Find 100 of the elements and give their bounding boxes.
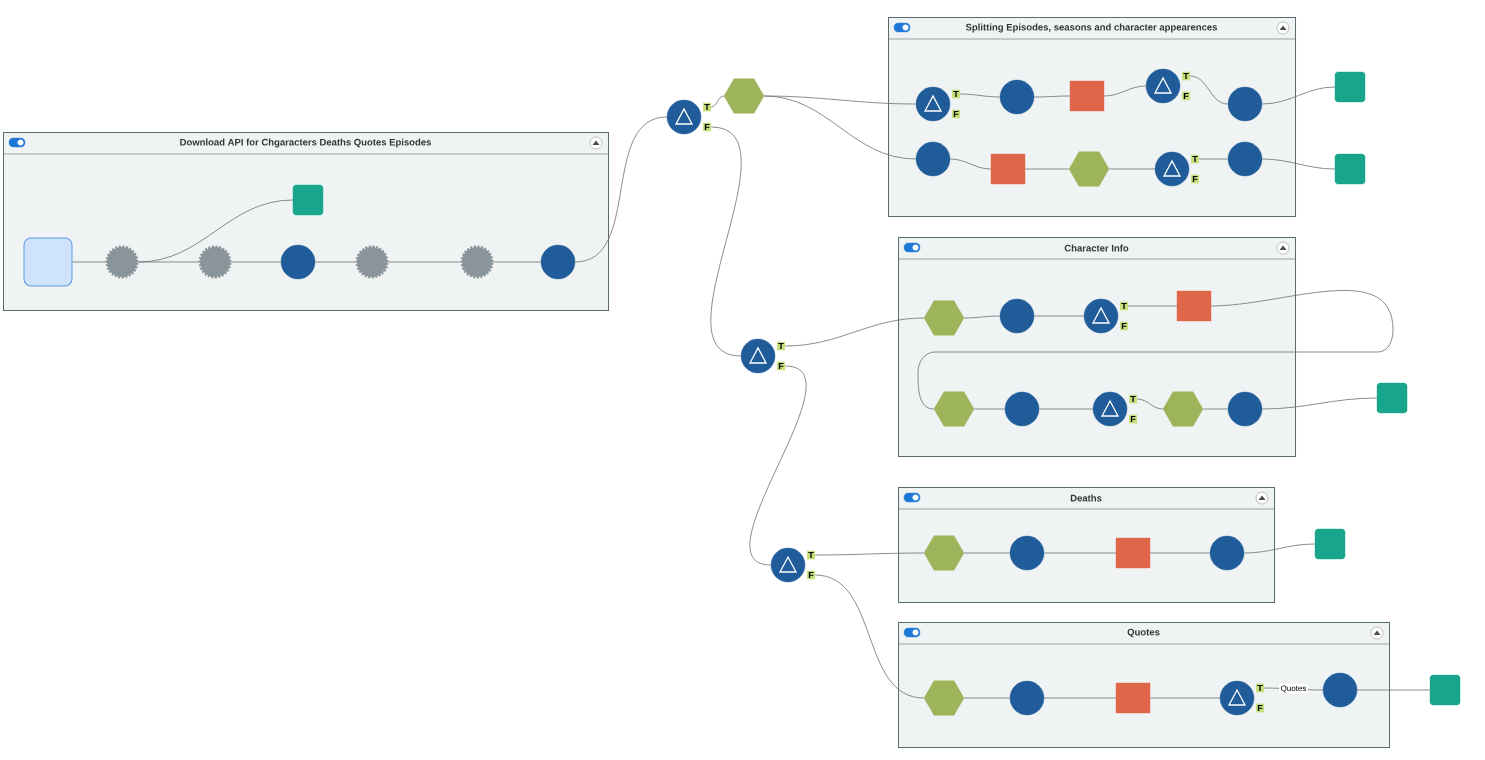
- connector: [949, 158, 992, 170]
- port-label: T: [1182, 71, 1190, 81]
- folder-icon: [1314, 528, 1346, 560]
- connector: [917, 290, 1394, 410]
- tool-icon: [1322, 672, 1358, 708]
- port-label: T: [1129, 394, 1137, 404]
- connector: [814, 574, 925, 699]
- tool-icon: [1227, 391, 1263, 427]
- port-label: F: [1182, 91, 1190, 101]
- folder-icon: [292, 184, 324, 216]
- hexagon-icon: [923, 300, 965, 336]
- filter-icon: [1092, 391, 1128, 427]
- connector: [1033, 315, 1085, 317]
- connector: [710, 126, 742, 357]
- connector: [1261, 397, 1378, 410]
- connector: [963, 315, 1001, 319]
- port-label: T: [1120, 301, 1128, 311]
- tool-icon: [999, 298, 1035, 334]
- tool-icon: [1176, 290, 1212, 322]
- tool-icon: [1227, 86, 1263, 122]
- gear-icon: [460, 245, 494, 279]
- tool-icon: [1004, 391, 1040, 427]
- connector: [1189, 75, 1229, 105]
- connector: [1043, 552, 1117, 554]
- connector: [138, 261, 199, 263]
- filter-icon: [740, 338, 776, 374]
- port-label: F: [807, 570, 815, 580]
- connector: [231, 261, 282, 263]
- gear-icon: [198, 245, 232, 279]
- tool-icon: [1115, 682, 1151, 714]
- filter-icon: [1083, 298, 1119, 334]
- port-label: T: [1256, 683, 1264, 693]
- folder-icon: [1376, 382, 1408, 414]
- connector: [1033, 95, 1071, 98]
- hexagon-icon: [923, 680, 965, 716]
- hexagon-icon: [723, 78, 765, 114]
- connector: [959, 93, 1001, 98]
- connector: [1038, 408, 1094, 410]
- tool-icon: [1209, 535, 1245, 571]
- connector: [314, 261, 356, 263]
- port-label: T: [777, 341, 785, 351]
- port-label: F: [1120, 321, 1128, 331]
- port-label: T: [1191, 154, 1199, 164]
- group-box: Download API for Chgaracters Deaths Quotes Episodes: [2, 132, 609, 311]
- edge-label: Quotes: [1279, 683, 1308, 695]
- connector: [963, 697, 1011, 699]
- gear-icon: [355, 245, 389, 279]
- port-label: F: [1191, 174, 1199, 184]
- connector: [963, 552, 1011, 554]
- connector: [1024, 168, 1070, 170]
- connector: [710, 95, 725, 108]
- filter-icon: [915, 86, 951, 122]
- connector: [763, 95, 917, 160]
- connector: [72, 261, 106, 263]
- connector: [1202, 408, 1229, 410]
- connector: [1356, 689, 1431, 691]
- gear-icon: [105, 245, 139, 279]
- tool-icon: [1227, 141, 1263, 177]
- hexagon-icon: [1162, 391, 1204, 427]
- port-label: F: [703, 122, 711, 132]
- connector: [388, 261, 461, 263]
- connector: [1127, 305, 1178, 307]
- connector: [493, 261, 542, 263]
- book-icon: [23, 237, 73, 287]
- connector: [574, 116, 668, 263]
- tool-icon: [280, 244, 316, 280]
- connector: [1149, 697, 1221, 699]
- connector: [784, 317, 925, 347]
- filter-icon: [1154, 151, 1190, 187]
- port-label: F: [777, 361, 785, 371]
- filter-icon: [666, 99, 702, 135]
- filter-icon: [770, 547, 806, 583]
- tool-icon: [1009, 680, 1045, 716]
- connector: [814, 552, 925, 556]
- filter-icon: [1145, 68, 1181, 104]
- tool-icon: [540, 244, 576, 280]
- tool-icon: [1115, 537, 1151, 569]
- tool-icon: [999, 79, 1035, 115]
- tool-icon: [990, 153, 1026, 185]
- port-label: F: [952, 109, 960, 119]
- hexagon-icon: [923, 535, 965, 571]
- connector: [1198, 158, 1229, 160]
- tool-icon: [1009, 535, 1045, 571]
- connector: [1043, 697, 1117, 699]
- port-label: F: [1129, 414, 1137, 424]
- connector: [749, 365, 807, 566]
- connector: [1103, 85, 1147, 97]
- port-label: T: [703, 102, 711, 112]
- connector: [1261, 86, 1336, 105]
- folder-icon: [1334, 153, 1366, 185]
- folder-icon: [1429, 674, 1461, 706]
- hexagon-icon: [933, 391, 975, 427]
- connector: [973, 408, 1006, 410]
- port-label: T: [807, 550, 815, 560]
- connector: [1108, 168, 1156, 170]
- tool-icon: [915, 141, 951, 177]
- tool-icon: [1069, 80, 1105, 112]
- port-label: T: [952, 89, 960, 99]
- port-label: F: [1256, 703, 1264, 713]
- connector: [1149, 552, 1211, 554]
